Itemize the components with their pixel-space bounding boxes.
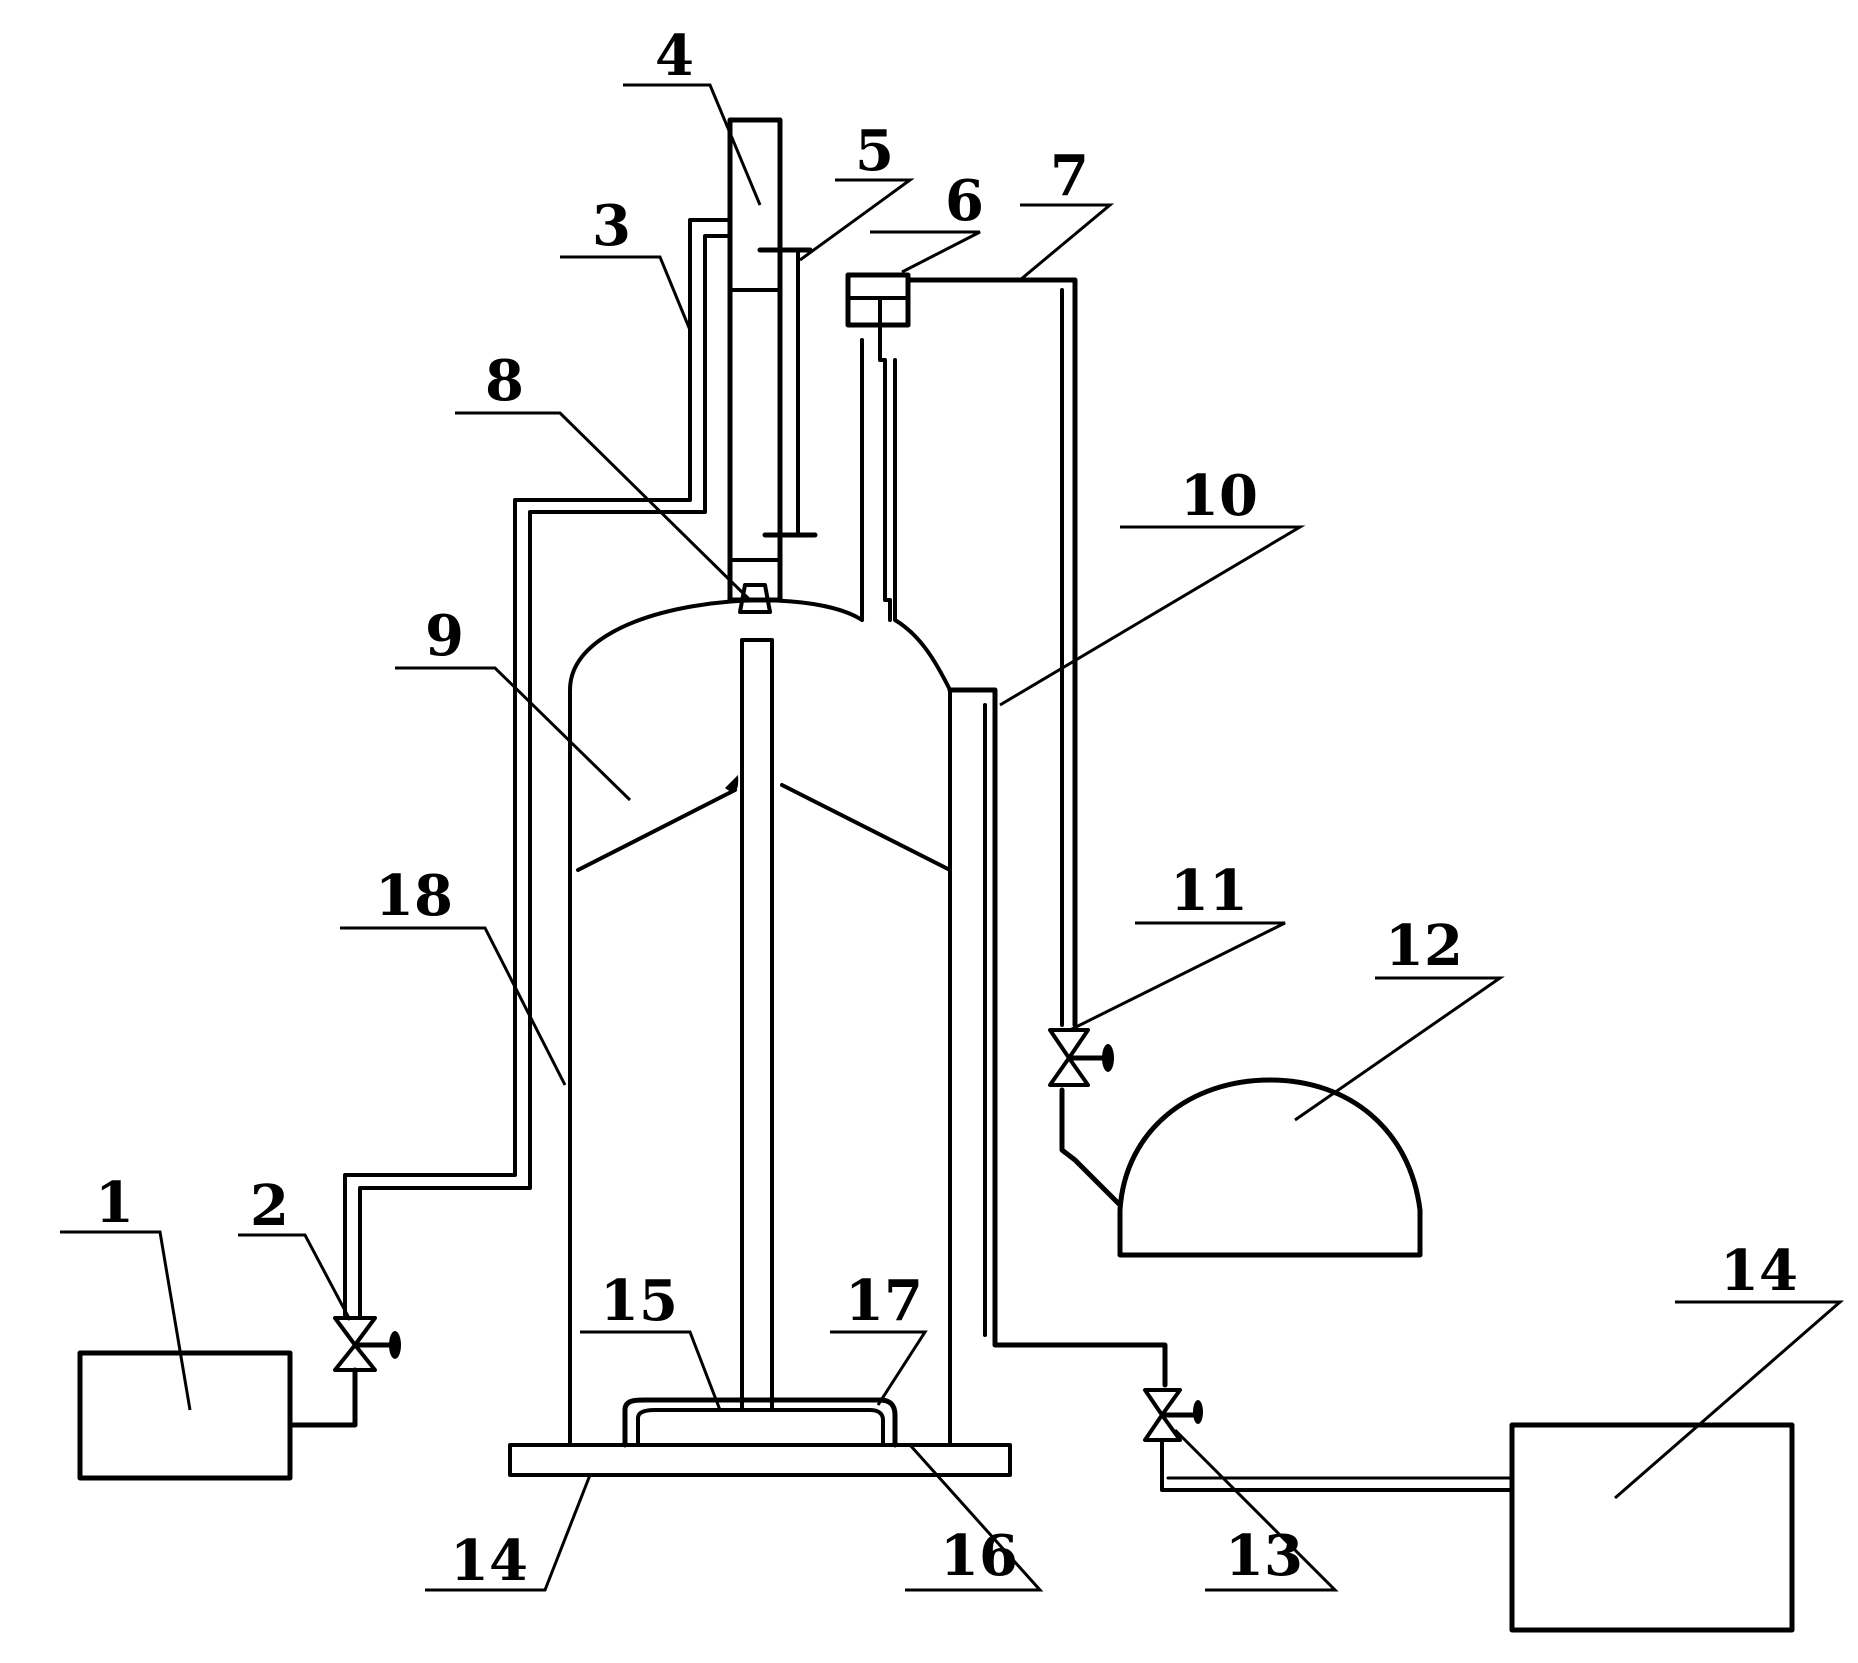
label-16: 16 — [940, 1523, 1018, 1589]
label-14-left: 14 — [450, 1528, 528, 1594]
label-5: 5 — [855, 118, 894, 184]
label-9: 9 — [425, 603, 464, 669]
valve-11 — [1048, 1028, 1114, 1087]
baffle-9-right — [780, 783, 952, 872]
label-8: 8 — [485, 348, 524, 414]
baffle-joint — [725, 775, 739, 792]
label-18: 18 — [375, 863, 453, 929]
label-14-right: 14 — [1720, 1238, 1798, 1304]
label-2: 2 — [250, 1173, 289, 1239]
valve-13 — [1143, 1388, 1203, 1442]
stirrer-bar-15 — [636, 1408, 885, 1447]
tank-1 — [77, 1350, 293, 1481]
label-3: 3 — [592, 193, 631, 259]
label-15: 15 — [600, 1268, 678, 1334]
label-6: 6 — [945, 168, 984, 234]
label-10: 10 — [1180, 463, 1258, 529]
label-13: 13 — [1225, 1523, 1303, 1589]
label-17: 17 — [845, 1268, 923, 1334]
label-7: 7 — [1050, 143, 1089, 209]
stirrer-shaft — [740, 638, 774, 1412]
stirrer-base-16 — [622, 1397, 898, 1448]
reactor-vessel-right — [878, 298, 892, 622]
base-plate-14 — [508, 1443, 1012, 1477]
gas-pipe-to-bag — [1059, 1087, 1123, 1208]
pipe-to-tank-14 — [1160, 1438, 1514, 1492]
baffle-9-left — [576, 788, 737, 872]
label-11: 11 — [1170, 858, 1248, 924]
gas-pipe-7 — [905, 277, 1078, 1028]
gauge-5 — [778, 248, 800, 537]
valve-2 — [333, 1316, 401, 1372]
reactor-vessel-18 — [568, 598, 864, 1447]
tank-14 — [1509, 1422, 1795, 1633]
label-4: 4 — [655, 23, 694, 89]
feed-pipe — [287, 1367, 358, 1428]
outlet-pipe-10 — [947, 687, 1168, 1388]
coupling-8 — [738, 583, 772, 614]
feed-pipe-inner — [358, 234, 732, 1320]
reactor-neck-right — [893, 358, 952, 1447]
label-12: 12 — [1385, 913, 1463, 979]
gas-bag-12 — [1117, 1077, 1423, 1258]
label-1: 1 — [95, 1170, 134, 1236]
feed-pipe-outer — [343, 218, 732, 1320]
leader-lines — [60, 83, 1845, 1592]
